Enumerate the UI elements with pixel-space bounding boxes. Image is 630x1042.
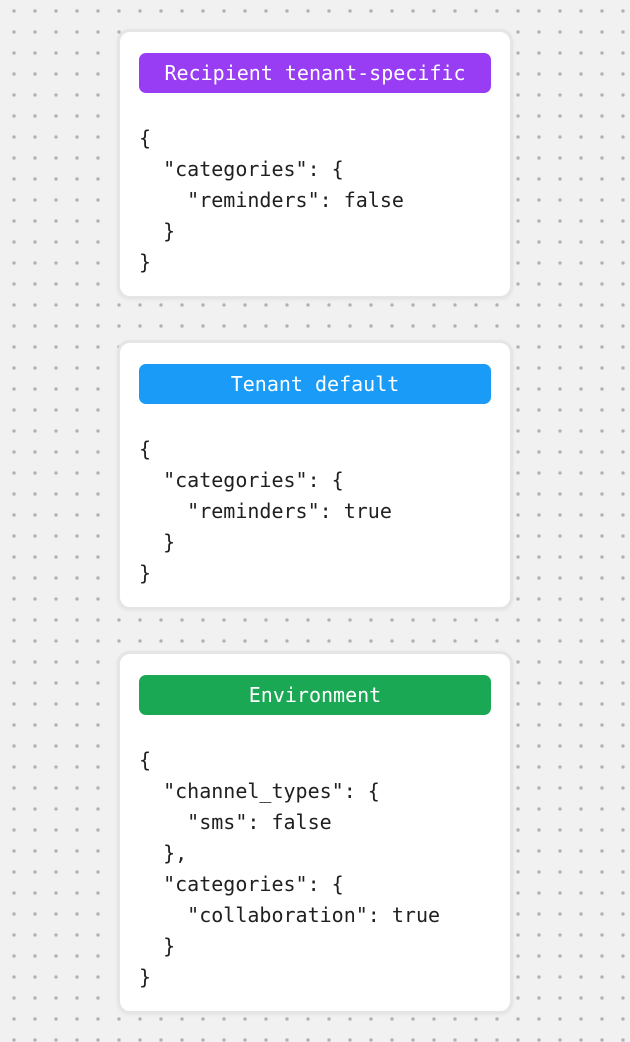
recipient-tenant-specific-json: { "categories": { "reminders": false } } [139, 126, 404, 274]
recipient-tenant-specific-badge: Recipient tenant-specific [139, 53, 491, 93]
environment-json: { "channel_types": { "sms": false }, "ca… [139, 748, 441, 989]
preference-card-environment: Environment { "channel_types": { "sms": … [117, 651, 513, 1014]
environment-badge: Environment [139, 675, 491, 715]
tenant-default-badge: Tenant default [139, 364, 491, 404]
preference-card-tenant-default: Tenant default { "categories": { "remind… [117, 340, 513, 610]
preference-card-recipient-tenant-specific: Recipient tenant-specific { "categories"… [117, 29, 513, 299]
tenant-default-json: { "categories": { "reminders": true } } [139, 437, 392, 585]
